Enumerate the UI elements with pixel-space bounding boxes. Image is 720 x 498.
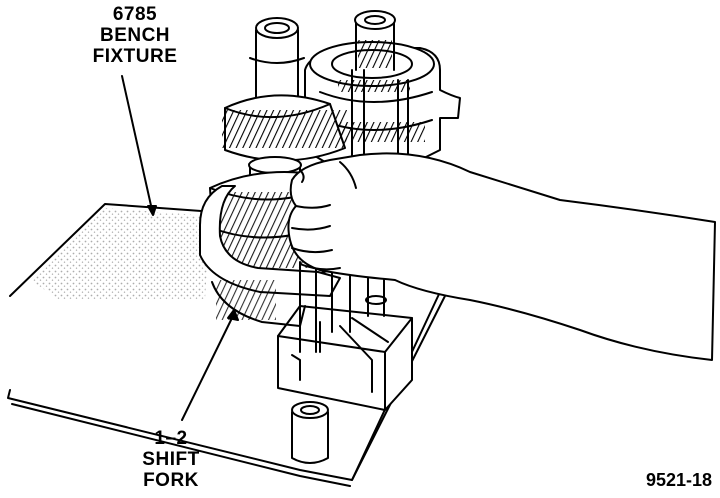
shift-fork-word2: FORK: [143, 470, 199, 491]
shift-fork-number: 1–2: [154, 428, 188, 449]
shift-fork-label: 1–2 SHIFT FORK: [126, 428, 216, 491]
bench-fixture-number: 6785: [112, 4, 158, 25]
output-shaft: [354, 10, 396, 71]
bench-fixture-word2: FIXTURE: [92, 46, 178, 67]
shift-fork-leader: [181, 317, 233, 421]
bench-fixture-leader: [121, 75, 153, 211]
figure-number: 9521-18: [645, 470, 712, 490]
shift-fork: [199, 185, 387, 353]
fixture-block: [277, 305, 413, 411]
shift-fork-word1: SHIFT: [142, 449, 200, 470]
bench-fixture-label: 6785 BENCH FIXTURE: [80, 4, 190, 67]
mainshaft-gears: [222, 94, 347, 191]
hand-arm: [287, 152, 716, 361]
bench-fixture-word1: BENCH: [99, 25, 171, 46]
input-shaft: [249, 17, 305, 101]
leader-lines: [121, 75, 239, 421]
alignment-pin: [291, 401, 329, 464]
